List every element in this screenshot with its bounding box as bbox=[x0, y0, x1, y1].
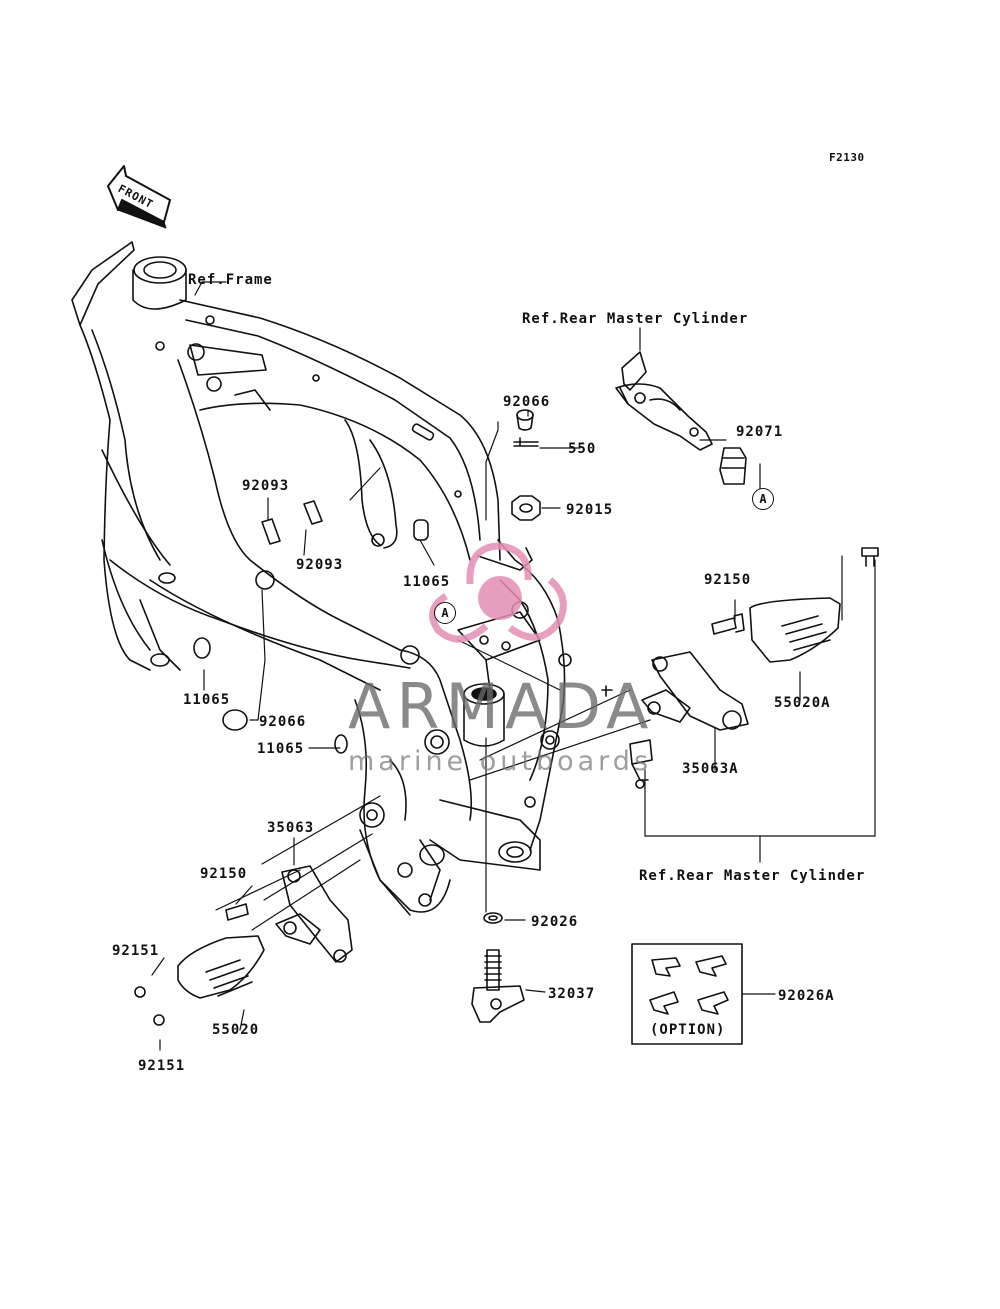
part-32037 bbox=[471, 985, 525, 1023]
callout-a-right: A bbox=[752, 488, 774, 510]
part-92066-a bbox=[255, 570, 275, 590]
watermark-tagline: marine outboards bbox=[348, 746, 653, 777]
frame-body bbox=[71, 241, 572, 916]
label-35063A: 35063A bbox=[682, 761, 739, 777]
label-92093-b: 92093 bbox=[296, 557, 344, 573]
label-92066-left: 92066 bbox=[259, 714, 307, 730]
part-55020 bbox=[177, 935, 265, 999]
label-11065-a: 11065 bbox=[403, 574, 451, 590]
part-92071 bbox=[719, 447, 747, 485]
label-92026A: 92026A bbox=[778, 988, 835, 1004]
left-footpeg-assembly bbox=[134, 865, 353, 1026]
label-11065-b: 11065 bbox=[183, 692, 231, 708]
part-55020A bbox=[749, 597, 841, 663]
part-550 bbox=[513, 437, 539, 447]
part-92015 bbox=[511, 495, 541, 521]
label-11065-c: 11065 bbox=[257, 741, 305, 757]
right-footpeg-assembly bbox=[601, 547, 879, 789]
label-55020: 55020 bbox=[212, 1022, 260, 1038]
label-92026: 92026 bbox=[531, 914, 579, 930]
part-11065-c bbox=[334, 734, 348, 754]
front-arrow-icon bbox=[107, 165, 171, 229]
part-92026 bbox=[483, 912, 503, 924]
caps-and-plugs bbox=[193, 409, 541, 754]
label-option: (OPTION) bbox=[650, 1022, 726, 1038]
label-92150-right: 92150 bbox=[704, 572, 752, 588]
label-ref-rear-master-cylinder-bottom: Ref.Rear Master Cylinder bbox=[639, 868, 866, 884]
part-11065-b bbox=[193, 637, 211, 659]
stop-assembly bbox=[471, 912, 525, 1023]
label-ref-rear-master-cylinder-top: Ref.Rear Master Cylinder bbox=[522, 311, 749, 327]
label-35063: 35063 bbox=[267, 820, 315, 836]
part-92093-b bbox=[303, 500, 323, 525]
callout-a-frame: A bbox=[434, 602, 456, 624]
part-11065-a bbox=[413, 519, 429, 541]
label-92071: 92071 bbox=[736, 424, 784, 440]
label-92151-b: 92151 bbox=[138, 1058, 186, 1074]
label-ref-frame: Ref.Frame bbox=[188, 272, 273, 288]
label-92093-a: 92093 bbox=[242, 478, 290, 494]
label-92066-top: 92066 bbox=[503, 394, 551, 410]
label-32037: 32037 bbox=[548, 986, 596, 1002]
label-55020A: 55020A bbox=[774, 695, 831, 711]
part-92093-a bbox=[261, 518, 281, 545]
watermark-name: ARMADA bbox=[348, 670, 655, 743]
label-92015: 92015 bbox=[566, 502, 614, 518]
part-92151-b bbox=[153, 1014, 165, 1026]
option-box bbox=[631, 943, 743, 1045]
label-92151-a: 92151 bbox=[112, 943, 160, 959]
figure-code: F2130 bbox=[829, 151, 865, 164]
part-92151-a bbox=[134, 986, 146, 998]
rear-master-cylinder-top bbox=[615, 351, 747, 485]
part-35063A bbox=[651, 651, 749, 731]
watermark-logo-icon bbox=[429, 542, 567, 643]
label-92150-left: 92150 bbox=[200, 866, 248, 882]
part-92066-top bbox=[516, 409, 534, 421]
part-35063 bbox=[281, 865, 353, 963]
label-550: 550 bbox=[568, 441, 597, 457]
part-92066-b bbox=[222, 709, 248, 731]
